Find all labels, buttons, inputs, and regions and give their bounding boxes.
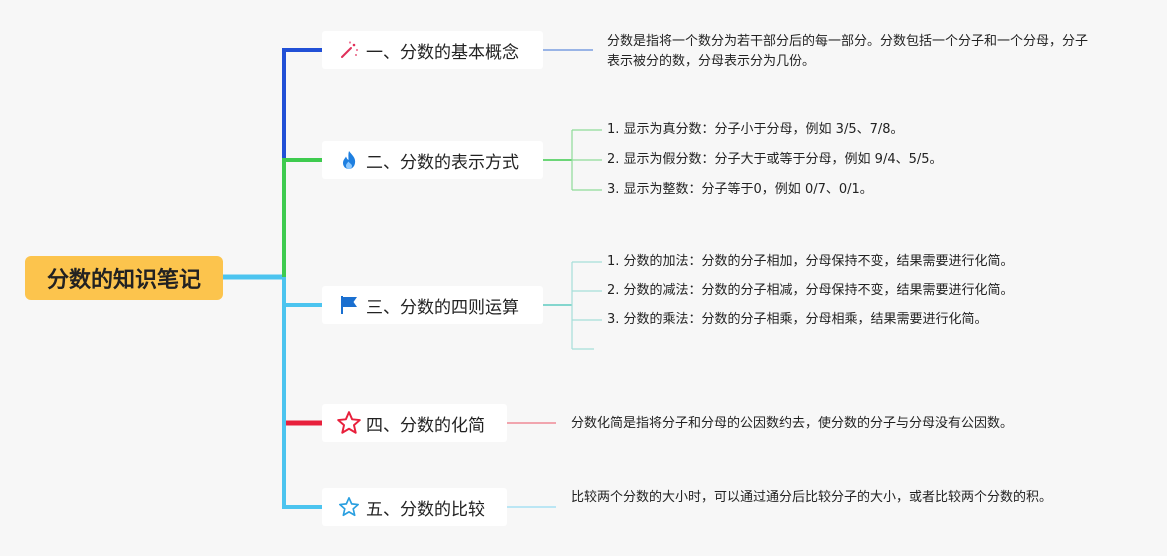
note-simplification: 分数化简是指将分子和分母的公因数约去，使分数的分子与分母没有公因数。 (571, 416, 1014, 431)
topic-operations[interactable]: 三、分数的四则运算 (322, 286, 543, 324)
topic-label: 五、分数的比较 (366, 499, 485, 520)
list-item: 2. 显示为假分数：分子大于或等于分母，例如 9/4、5/5。 (607, 152, 943, 167)
flag-icon (338, 294, 360, 316)
topic-label: 四、分数的化简 (366, 415, 485, 436)
topic-label: 三、分数的四则运算 (366, 297, 519, 318)
star-outline-red-icon (336, 410, 362, 436)
list-item: 3. 分数的乘法：分数的分子相乘，分母相乘，结果需要进行化简。 (607, 312, 988, 327)
topic-label: 二、分数的表示方式 (366, 152, 519, 173)
flame-icon (338, 149, 360, 171)
topic-basic-concept[interactable]: 一、分数的基本概念 (322, 31, 543, 69)
topic-label: 一、分数的基本概念 (366, 42, 519, 63)
topic-representation[interactable]: 二、分数的表示方式 (322, 141, 543, 179)
topic-simplification[interactable]: 四、分数的化简 (322, 404, 507, 442)
list-item: 1. 显示为真分数：分子小于分母，例如 3/5、7/8。 (607, 122, 904, 137)
note-basic-concept: 分数是指将一个数分为若干部分后的每一部分。分数包括一个分子和一个分母，分子表示被… (607, 34, 1089, 69)
topic-comparison[interactable]: 五、分数的比较 (322, 488, 507, 526)
root-title: 分数的知识笔记 (46, 268, 201, 293)
star-outline-blue-icon (338, 496, 360, 518)
root-topic[interactable]: 分数的知识笔记 (25, 256, 223, 300)
list-item: 3. 显示为整数：分子等于0，例如 0/7、0/1。 (607, 182, 873, 197)
magic-wand-icon (338, 39, 360, 61)
list-item: 2. 分数的减法：分数的分子相减，分母保持不变，结果需要进行化简。 (607, 283, 1014, 298)
note-comparison: 比较两个分数的大小时，可以通过通分后比较分子的大小，或者比较两个分数的积。 (571, 490, 1053, 505)
list-item: 1. 分数的加法：分数的分子相加，分母保持不变，结果需要进行化简。 (607, 254, 1014, 269)
